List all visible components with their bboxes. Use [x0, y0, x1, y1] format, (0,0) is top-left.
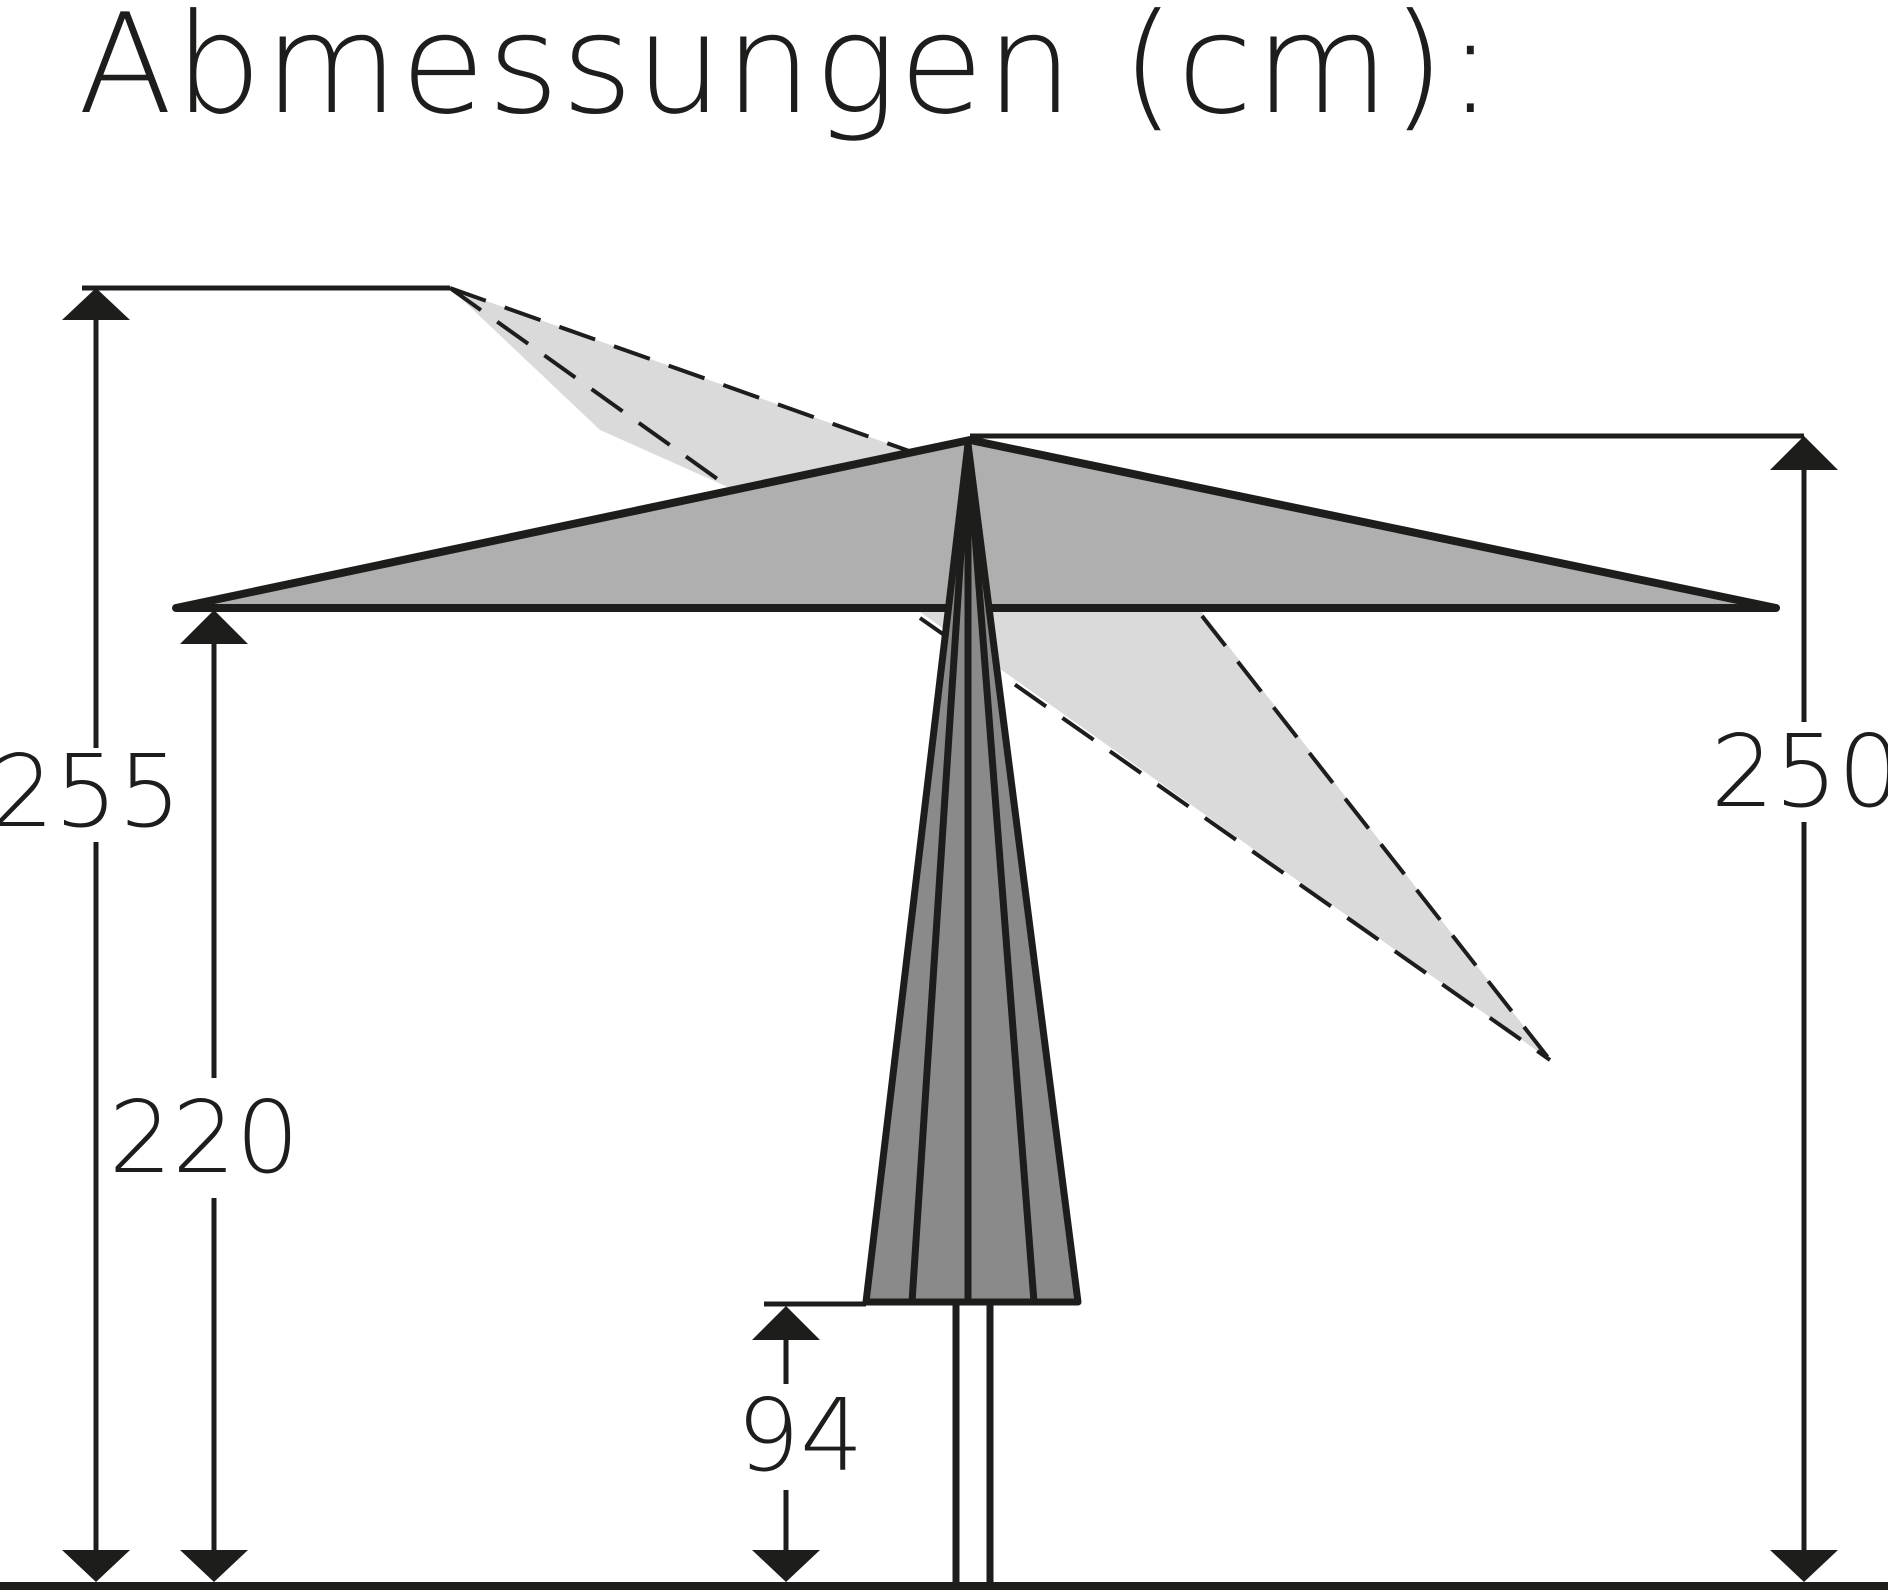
dimension-255-label: 255 [0, 733, 181, 850]
dimension-250-label: 250 [1711, 713, 1888, 830]
tilted-canopy-dashed-edge-lower-inner [918, 616, 1552, 1062]
dimension-220-label: 220 [109, 1079, 300, 1196]
dimension-220-arrow-down [180, 1550, 248, 1582]
tilted-canopy-upper-panel [450, 288, 912, 488]
closed-umbrella [862, 440, 1082, 1306]
dimension-250: 250 [1711, 436, 1888, 1582]
tilted-canopy-dashed-edge-lower-outer [1200, 614, 1552, 1062]
dimension-250-arrow-down [1770, 1550, 1838, 1582]
dimension-94-arrow-up [752, 1306, 820, 1340]
tilted-canopy [448, 286, 1552, 1062]
dimension-220: 220 [109, 610, 300, 1582]
tilted-canopy-lower-panel [920, 612, 1550, 1060]
dimension-220-arrow-up [180, 610, 248, 644]
dimension-94-arrow-down [752, 1550, 820, 1582]
dimension-94: 94 [736, 1306, 864, 1582]
dimension-255-arrow-down [62, 1550, 130, 1582]
dimension-255: 255 [0, 288, 181, 1582]
closed-umbrella-fold-1 [908, 443, 972, 1303]
dimension-250-arrow-up [1770, 436, 1838, 470]
umbrella-pole [952, 1302, 994, 1586]
tilted-canopy-dashed-edge-top [449, 286, 913, 454]
closed-umbrella-fold-3 [964, 443, 1038, 1303]
page-title: Abmessungen (cm): [78, 0, 1496, 145]
dimension-255-arrow-up [62, 288, 130, 320]
dimension-94-label: 94 [736, 1377, 863, 1494]
